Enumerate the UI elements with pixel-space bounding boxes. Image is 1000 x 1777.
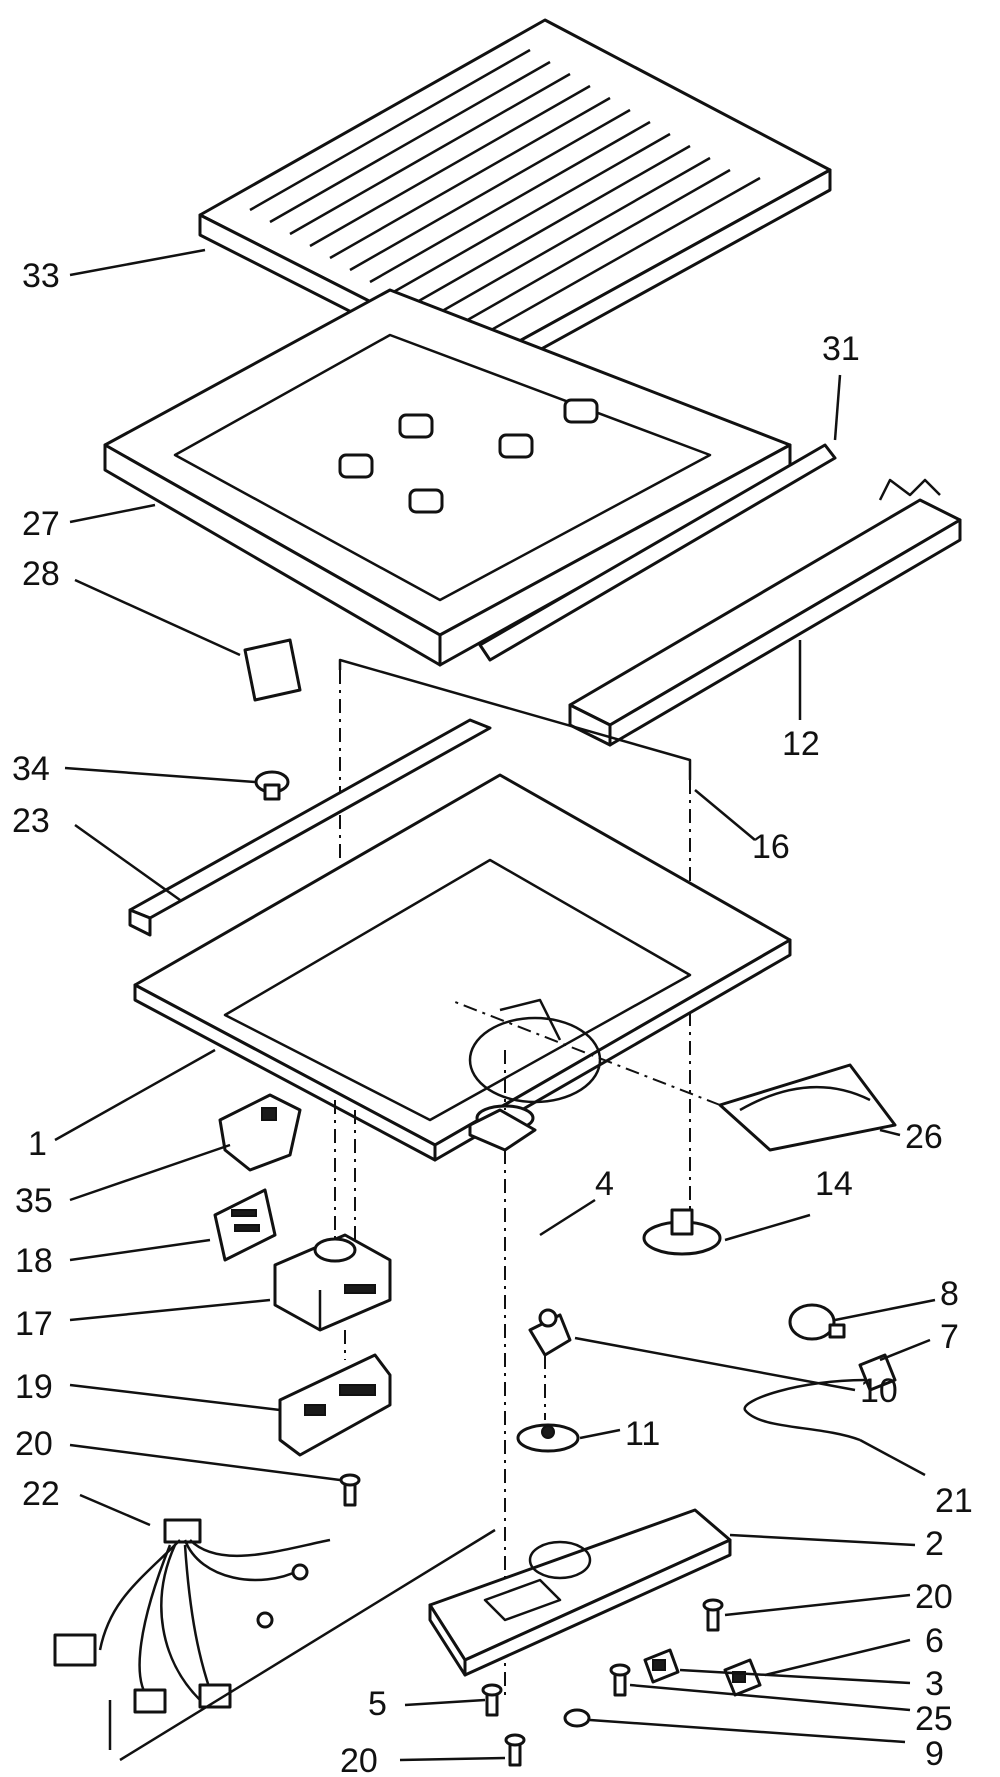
callout-3: 3 bbox=[925, 1665, 944, 1703]
part-20-screw-a bbox=[339, 1473, 361, 1507]
callout-5: 5 bbox=[368, 1685, 387, 1723]
leader-lines bbox=[54, 248, 936, 1762]
callout-20-b: 20 bbox=[915, 1578, 953, 1616]
part-3-switch bbox=[643, 1648, 680, 1684]
callout-19: 19 bbox=[15, 1368, 53, 1406]
part-21-lamp-wire bbox=[743, 1378, 866, 1442]
callout-16: 16 bbox=[752, 828, 790, 866]
part-8-bulb bbox=[788, 1303, 846, 1341]
part-2-control-tray bbox=[428, 1508, 732, 1677]
part-25-screw bbox=[609, 1663, 631, 1697]
callout-31: 31 bbox=[822, 330, 860, 368]
callout-21: 21 bbox=[935, 1482, 973, 1520]
callout-26: 26 bbox=[905, 1118, 943, 1156]
part-5-screw bbox=[481, 1683, 503, 1717]
callout-27: 27 bbox=[22, 505, 60, 543]
part-35-bracket bbox=[218, 1093, 302, 1172]
callout-2: 2 bbox=[925, 1525, 944, 1563]
callout-1: 1 bbox=[28, 1125, 47, 1163]
callout-35: 35 bbox=[15, 1182, 53, 1220]
callout-14: 14 bbox=[815, 1165, 853, 1203]
part-22-wiring-harness bbox=[53, 1518, 496, 1762]
callout-6: 6 bbox=[925, 1622, 944, 1660]
part-23-divider bbox=[128, 718, 492, 937]
callout-9: 9 bbox=[925, 1735, 944, 1773]
callout-8: 8 bbox=[940, 1275, 959, 1313]
part-26-insulation bbox=[449, 999, 897, 1152]
part-20-screw-c bbox=[504, 1733, 526, 1767]
callout-23: 23 bbox=[12, 802, 50, 840]
part-20-screw-b bbox=[702, 1598, 724, 1632]
part-31-strip bbox=[478, 443, 837, 662]
part-9-nut bbox=[563, 1708, 591, 1728]
callout-7: 7 bbox=[940, 1318, 959, 1356]
part-7-socket bbox=[858, 1353, 897, 1392]
callout-20-a: 20 bbox=[15, 1425, 53, 1463]
callout-17: 17 bbox=[15, 1305, 53, 1343]
part-27-cover-frame bbox=[103, 288, 792, 667]
callout-25: 25 bbox=[915, 1700, 953, 1738]
callout-28: 28 bbox=[22, 555, 60, 593]
part-17-housing bbox=[273, 1100, 392, 1332]
callout-20-c: 20 bbox=[340, 1742, 378, 1777]
part-11-knob bbox=[516, 1423, 580, 1453]
callout-33: 33 bbox=[22, 257, 60, 295]
callout-10: 10 bbox=[860, 1372, 898, 1410]
callout-34: 34 bbox=[12, 750, 50, 788]
callout-4: 4 bbox=[595, 1165, 614, 1203]
part-6-connector bbox=[723, 1658, 762, 1697]
part-1-liner bbox=[133, 773, 792, 1162]
callout-18: 18 bbox=[15, 1242, 53, 1280]
part-18-plate bbox=[213, 1188, 277, 1262]
part-33-grille bbox=[198, 18, 832, 382]
part-28-pad bbox=[243, 638, 302, 702]
part-19-control-bracket bbox=[278, 1330, 392, 1457]
part-10-switch bbox=[528, 1308, 572, 1420]
part-34-grommet bbox=[254, 770, 290, 801]
callout-11: 11 bbox=[625, 1415, 660, 1453]
part-4-knob-base bbox=[468, 1050, 537, 1700]
callout-12: 12 bbox=[782, 725, 820, 763]
part-14-knob bbox=[642, 1208, 722, 1256]
callout-22: 22 bbox=[22, 1475, 60, 1513]
callout-labels: 33 31 27 28 12 34 23 16 1 26 35 4 14 18 … bbox=[12, 257, 973, 1777]
